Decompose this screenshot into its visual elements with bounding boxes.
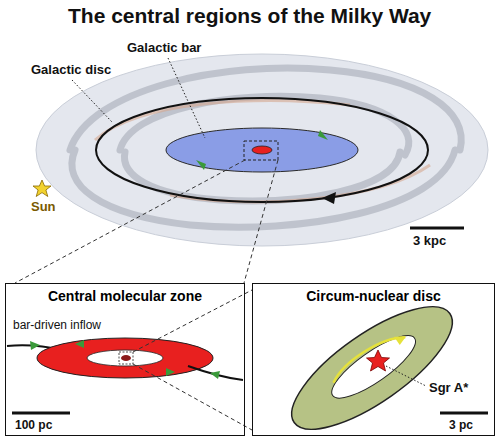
inset-panel: Circum-nuclear disc: [252, 283, 495, 436]
sun-label: Sun: [30, 199, 57, 214]
scale-label: 3 pc: [448, 418, 474, 432]
title: The central regions of the Milky Way: [68, 4, 431, 28]
panel-heading: Circum-nuclear disc: [303, 288, 444, 304]
scale-label: 100 pc: [14, 418, 53, 432]
panel-heading: Central molecular zone: [45, 288, 205, 304]
scale-label: 3 kpc: [412, 233, 447, 248]
inset-panel: Central molecular zone: [5, 283, 245, 436]
object-label: Sgr A*: [428, 380, 469, 395]
region-label: Galactic bar: [126, 40, 202, 55]
flow-label: bar-driven inflow: [12, 318, 102, 332]
region-label: Galactic disc: [30, 62, 112, 77]
